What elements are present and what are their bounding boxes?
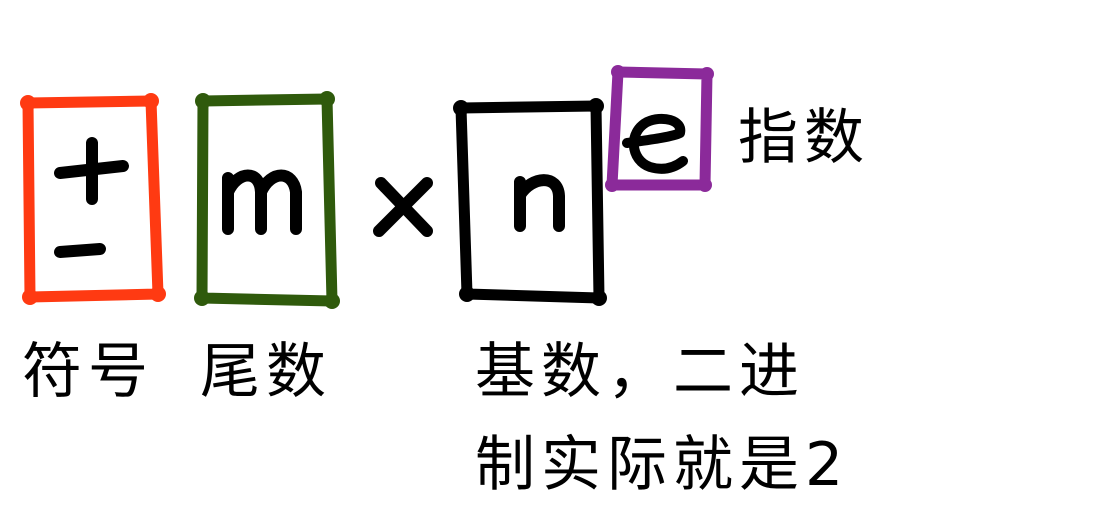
sign-label: 符号 xyxy=(22,337,154,407)
base-box-corners xyxy=(453,98,607,306)
mantissa-box xyxy=(194,91,340,309)
mantissa-label: 尾数 xyxy=(200,337,332,407)
exponent-box-corners xyxy=(605,65,714,192)
plus-minus-symbol xyxy=(54,137,129,258)
mantissa-symbol-m xyxy=(222,169,302,235)
sign-box-corners xyxy=(20,93,166,305)
sign-box xyxy=(20,93,166,305)
exponent-label: 指数 xyxy=(738,103,870,173)
exponent-symbol-e xyxy=(622,113,688,174)
base-label-line2: 制实际就是2 xyxy=(475,430,849,500)
base-label-line1: 基数，二进 xyxy=(475,337,805,407)
base-box-frame xyxy=(455,100,605,304)
times-symbol xyxy=(373,177,433,237)
base-box xyxy=(453,98,607,306)
exponent-box xyxy=(605,65,714,192)
base-symbol-n xyxy=(514,174,565,232)
mantissa-box-corners xyxy=(194,91,340,309)
